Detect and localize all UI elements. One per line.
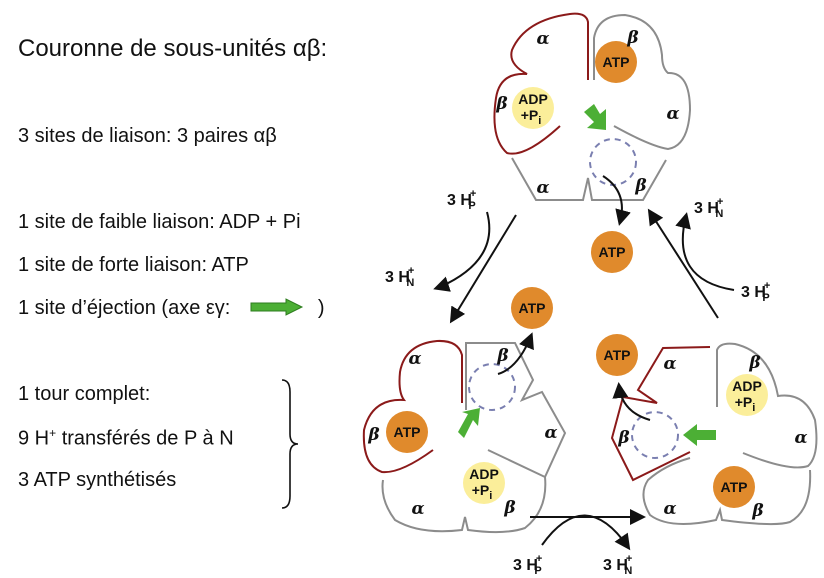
alpha-label: α [536,29,549,49]
bottom-left-complex: ATP ATP ADP +Pi α β α β α β [362,287,567,534]
slide-title: Couronne de sous-unités αβ: [18,35,328,62]
released-atp [596,334,638,376]
top-complex: ATP ADP +Pi α β α β α β [493,12,692,226]
atp-label: ATP [603,54,630,70]
green-arrow-icon [683,424,716,446]
pi-label: +Pi [735,394,756,414]
proton-label-n: 3 H+N [603,553,632,577]
adp-molecule [726,374,768,416]
protons-charge: + [49,426,57,440]
green-arrow-icon [584,104,606,130]
green-arrow-icon [250,298,304,316]
beta-label: β [626,28,638,48]
proton-flow-bottom [541,514,631,551]
gray-subunit-pair [716,342,818,469]
pi-label: +Pi [472,482,493,502]
beta-label: β [751,501,763,521]
protons-count: 9 H [18,427,50,450]
red-subunit-pair [493,12,589,155]
dashed-axis-circle [631,411,679,459]
alpha-label: α [544,423,557,443]
beta-label: β [748,353,760,373]
red-subunit-pair [362,339,463,474]
alpha-label: α [666,104,679,124]
adp-label: ADP [732,378,762,394]
green-arrow-icon [458,408,480,438]
gray-open-subunit-pair [465,342,567,478]
text-ejection-site: 1 site d’éjection (axe εγ: ) [18,297,325,320]
beta-label: β [634,176,646,196]
gray-open-subunit-pair [511,157,667,201]
atp-label: ATP [519,300,546,316]
beta-label: β [367,425,379,445]
beta-label: β [495,94,507,114]
atp-label: ATP [721,479,748,495]
atp-release-arrow [612,382,651,421]
curly-brace [281,379,299,509]
red-open-subunit-pair [610,346,711,482]
beta-label: β [503,498,515,518]
atp-label: ATP [604,347,631,363]
gray-subunit-pair [381,476,547,534]
alpha-label: α [411,499,424,519]
proton-flow-right [675,212,735,291]
atp-release-arrow [602,175,631,226]
adp-molecule [512,87,554,129]
rotation-arrow-left [449,214,517,324]
ejection-label: 1 site d’éjection (axe εγ: [18,297,231,319]
adp-label: ADP [518,91,548,107]
text-atp-synthesized: 3 ATP synthétisés [18,469,177,491]
atp-release-arrow [497,332,534,375]
adp-label: ADP [469,466,499,482]
proton-flow-left [433,211,491,292]
proton-label-n: 3 H+N [694,196,723,220]
bottom-right-complex: ATP ADP +Pi ATP α β α β α β [596,334,818,526]
released-atp [511,287,553,329]
pi-label: +Pi [521,107,542,127]
atp-molecule [713,466,755,508]
proton-label-p: 3 H+P [741,280,770,304]
atp-label: ATP [599,244,626,260]
text-binding-sites: 3 sites de liaison: 3 paires αβ [18,125,277,147]
text-strong-site: 1 site de forte liaison: ATP [18,254,249,276]
ejection-close: ) [317,297,325,319]
adp-molecule [463,462,505,504]
text-weak-site: 1 site de faible liaison: ADP + Pi [18,211,301,233]
released-atp [591,231,633,273]
proton-label-p: 3 H+P [447,188,476,212]
dashed-axis-circle [589,138,637,186]
alpha-label: α [408,349,421,369]
proton-label-n: 3 H+N [385,265,414,289]
alpha-label: α [663,499,676,519]
dashed-axis-circle [468,363,516,411]
beta-label: β [496,346,508,366]
proton-label-p: 3 H+P [513,553,542,577]
gray-subunit-pair [642,457,812,526]
alpha-label: α [536,178,549,198]
text-full-turn: 1 tour complet: [18,383,151,405]
rotation-arrow-right [647,208,719,319]
atp-molecule [386,411,428,453]
protons-text: transférés de P à N [56,427,234,450]
atp-molecule [595,41,637,83]
text-protons: 9 H+ transférés de P à N [18,426,234,451]
alpha-label: α [794,428,807,448]
beta-label: β [617,428,629,448]
atp-label: ATP [394,424,421,440]
alpha-label: α [663,354,676,374]
gray-subunit-pair [593,13,692,151]
